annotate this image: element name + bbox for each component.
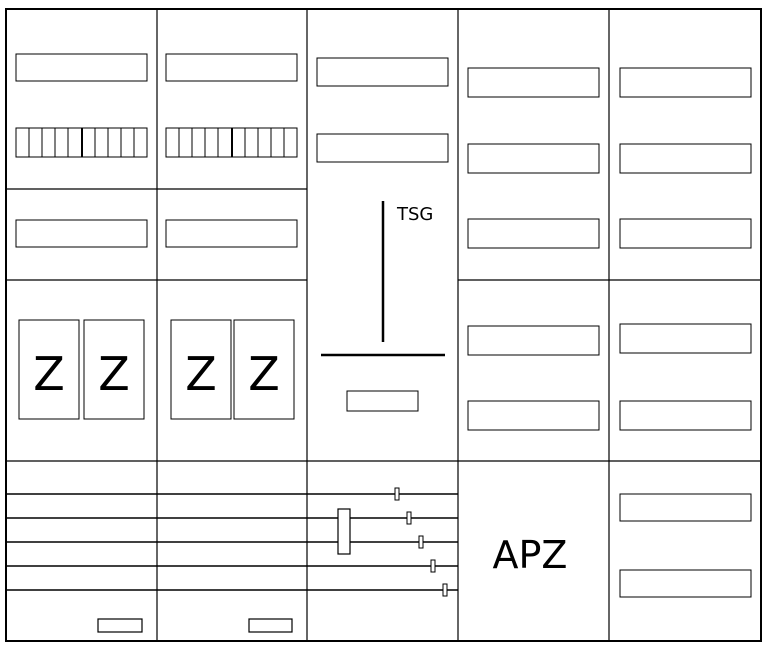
fuse-strip-2 bbox=[165, 127, 298, 158]
terminal-block-13 bbox=[619, 143, 752, 174]
terminal-block-11 bbox=[467, 400, 600, 431]
cabinet-frame bbox=[5, 8, 762, 642]
meter-box-2 bbox=[83, 319, 145, 420]
terminal-block-9 bbox=[467, 218, 600, 249]
terminal-block-7 bbox=[467, 67, 600, 98]
terminal-block-5 bbox=[316, 57, 449, 87]
col2-top-section bbox=[165, 53, 298, 248]
terminal-block-2 bbox=[15, 219, 148, 248]
meter-box-1 bbox=[18, 319, 80, 420]
busbar-clamp-5 bbox=[442, 583, 448, 597]
col5-section bbox=[619, 67, 752, 598]
terminal-block-8 bbox=[467, 143, 600, 174]
col3-section: TSG bbox=[316, 57, 449, 412]
column-dividers bbox=[156, 9, 610, 641]
terminal-block-17 bbox=[619, 493, 752, 522]
fuse-strip-1 bbox=[15, 127, 148, 158]
terminal-block-3 bbox=[165, 53, 298, 82]
busbar-section bbox=[6, 487, 458, 633]
meter-label-2: Z bbox=[98, 347, 130, 401]
terminal-block-1 bbox=[15, 53, 148, 82]
busbar-clamp-1 bbox=[394, 487, 400, 501]
bottom-terminal-2 bbox=[248, 618, 293, 633]
terminal-block-6 bbox=[316, 133, 449, 163]
bottom-terminal-1 bbox=[97, 618, 143, 633]
terminal-block-16 bbox=[619, 400, 752, 431]
col4-section: APZ bbox=[467, 67, 600, 577]
busbar-clamp-3 bbox=[418, 535, 424, 549]
meter-box-3 bbox=[170, 319, 232, 420]
main-switch bbox=[337, 508, 351, 555]
tsg-element bbox=[346, 390, 419, 412]
terminal-block-12 bbox=[619, 67, 752, 98]
meter-section: Z Z Z Z bbox=[18, 319, 295, 420]
terminal-block-4 bbox=[165, 219, 298, 248]
terminal-block-14 bbox=[619, 218, 752, 249]
row-dividers bbox=[6, 188, 761, 462]
busbar-clamp-4 bbox=[430, 559, 436, 573]
terminal-block-15 bbox=[619, 323, 752, 354]
meter-label-4: Z bbox=[248, 347, 280, 401]
col1-top-section bbox=[15, 53, 148, 248]
tsg-label: TSG bbox=[396, 204, 433, 225]
apz-label: APZ bbox=[493, 533, 568, 577]
terminal-block-18 bbox=[619, 569, 752, 598]
terminal-block-10 bbox=[467, 325, 600, 356]
busbar-clamp-2 bbox=[406, 511, 412, 525]
meter-box-4 bbox=[233, 319, 295, 420]
meter-label-1: Z bbox=[33, 347, 65, 401]
meter-label-3: Z bbox=[185, 347, 217, 401]
